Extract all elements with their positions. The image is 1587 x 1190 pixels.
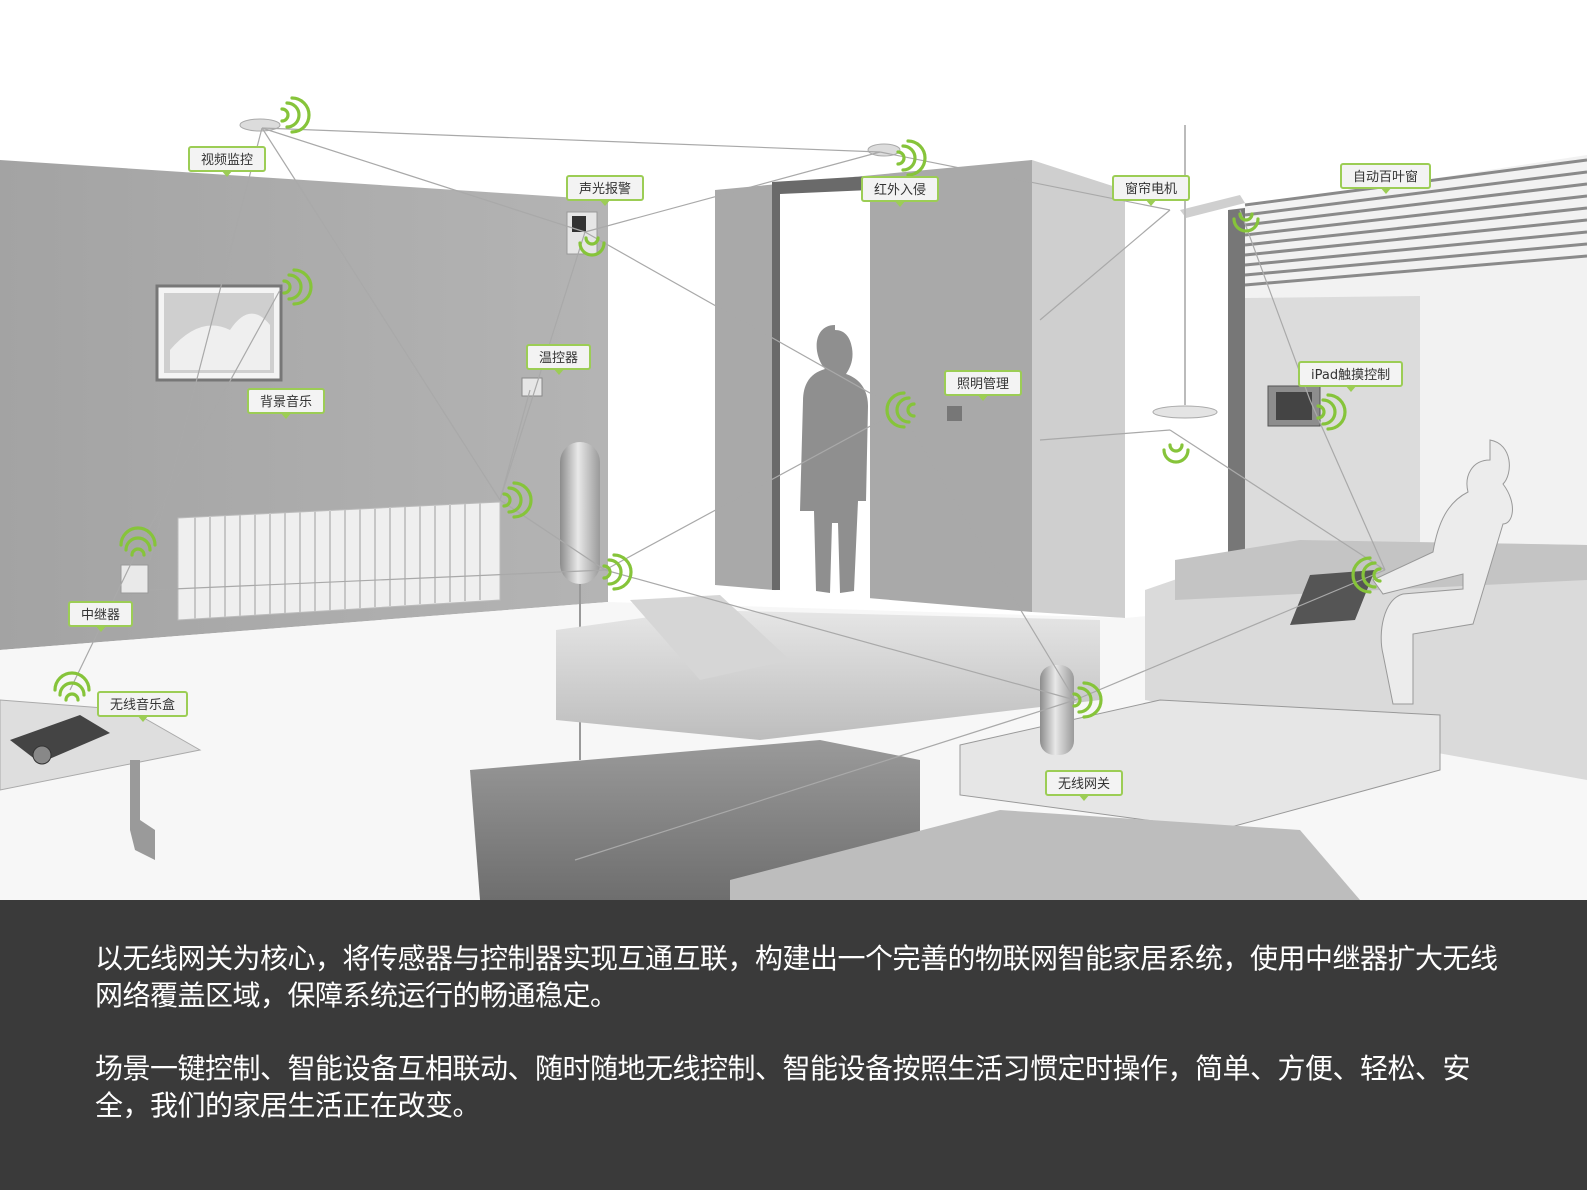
label-infrared-intrusion: 红外入侵 [861,176,940,207]
partition-side [1032,160,1125,618]
label-sound-light-alarm: 声光报警 [566,175,645,206]
label-thermostat: 温控器 [526,344,592,375]
blinds [1244,158,1587,287]
wifi-icon [502,481,533,519]
label-ipad-touch-control: iPad触摸控制 [1298,361,1404,392]
label-lighting-control: 照明管理 [944,370,1023,401]
wifi-icon [53,671,91,702]
radiator [177,501,501,621]
wifi-icon [1072,681,1103,719]
ceiling-camera [239,118,281,132]
wifi-icon [602,553,633,591]
curtain-motor-device [1180,195,1245,218]
wifi-icon [1351,556,1382,594]
label-repeater: 中继器 [68,601,134,632]
label-wireless-music-box: 无线音乐盒 [97,691,189,722]
caption-paragraph-2: 场景一键控制、智能设备互相联动、随时随地无线控制、智能设备按照生活习惯定时操作，… [95,1052,1471,1122]
label-background-music: 背景音乐 [247,388,326,419]
wifi-icon [896,139,927,177]
wifi-icon [1162,443,1190,464]
thermostat-device [521,377,543,397]
label-curtain-motor: 窗帘电机 [1112,175,1191,206]
caption-paragraph-1: 以无线网关为核心，将传感器与控制器实现互通互联，构建出一个完善的物联网智能家居系… [95,942,1498,1012]
repeater-device [120,564,149,594]
label-video-monitor: 视频监控 [188,146,267,177]
floor-lamp [560,442,600,584]
wifi-icon [885,391,916,429]
wifi-icon [119,526,157,557]
wifi-signals [53,96,1382,719]
wifi-icon [1316,393,1347,431]
network-lines [69,127,1386,861]
standing-person [800,325,868,593]
seated-person [1372,439,1513,705]
living-room-illustration [0,96,1587,900]
wifi-icon [1232,212,1260,233]
wifi-icon [280,96,311,134]
floor-rug [730,810,1360,900]
gateway-device [1040,665,1074,755]
wifi-icon [578,236,606,257]
ceiling-lamp [1152,405,1218,419]
label-wireless-gateway: 无线网关 [1045,770,1124,801]
label-auto-blinds: 自动百叶窗 [1340,163,1432,194]
side-table [0,699,202,791]
window-frame [1228,208,1245,560]
inner-window-wall [1245,296,1420,565]
light-switch-device [947,406,962,421]
caption-band: 以无线网关为核心，将传感器与控制器实现互通互联，构建出一个完善的物联网智能家居系… [0,900,1587,1190]
wifi-icon [282,268,313,306]
